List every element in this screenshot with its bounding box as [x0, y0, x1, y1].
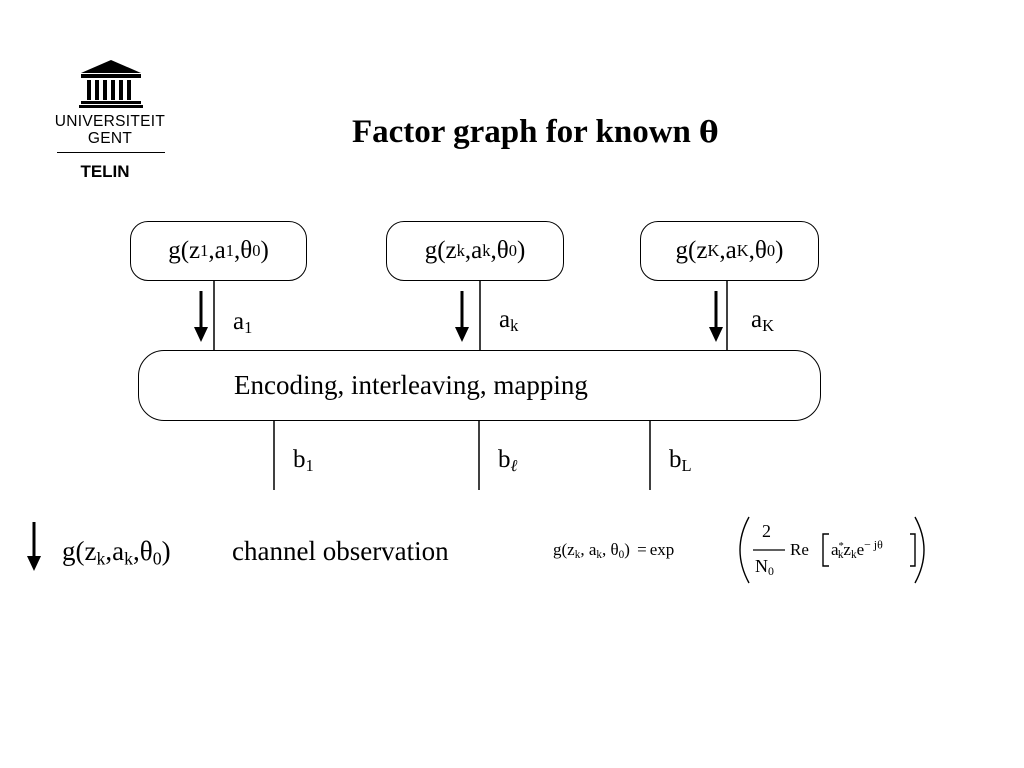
edge-label-a1: a1: [233, 308, 253, 338]
formula-numerator: 2: [762, 521, 771, 541]
edge-label-b1: b1: [293, 446, 314, 476]
formula-lhs: g(zk, ak, θ0) =exp: [553, 540, 675, 561]
legend-factor-label: g(zk,ak,θ0): [62, 536, 171, 569]
formula-re: Re: [790, 540, 809, 559]
down-arrow-icon-3: [709, 291, 723, 342]
down-arrow-icon-1: [194, 291, 208, 342]
logo-gent: GENT: [87, 130, 133, 147]
logo-telin: TELIN: [80, 162, 130, 181]
edge-label-bL: bL: [669, 446, 692, 476]
down-arrow-icon-2: [455, 291, 469, 342]
channel-observation-formula: g(zk, ak, θ0) =exp 2 N0 Re a*kzke− jθ: [553, 514, 933, 586]
university-building-logo-icon: [79, 60, 143, 108]
formula-inner: a*kzke− jθ: [831, 537, 883, 561]
formula-denominator: N0: [755, 556, 774, 578]
encoder-label: Encoding, interleaving, mapping: [234, 370, 588, 400]
legend-down-arrow-icon: [27, 522, 41, 571]
edge-label-aK: aK: [751, 306, 775, 336]
encoder-node: Encoding, interleaving, mapping: [138, 350, 821, 421]
edge-label-bl: bℓ: [498, 446, 518, 476]
logo-divider: [57, 152, 165, 153]
title-theta-symbol: θ: [699, 115, 719, 149]
title-text: Factor graph for known: [352, 114, 691, 150]
page-title: Factor graph for known θ: [352, 114, 718, 151]
legend-description: channel observation: [232, 536, 449, 566]
logo-university: UNIVERSITEIT: [54, 113, 166, 130]
edge-label-ak: ak: [499, 306, 519, 336]
formula-brackets: [739, 516, 925, 584]
